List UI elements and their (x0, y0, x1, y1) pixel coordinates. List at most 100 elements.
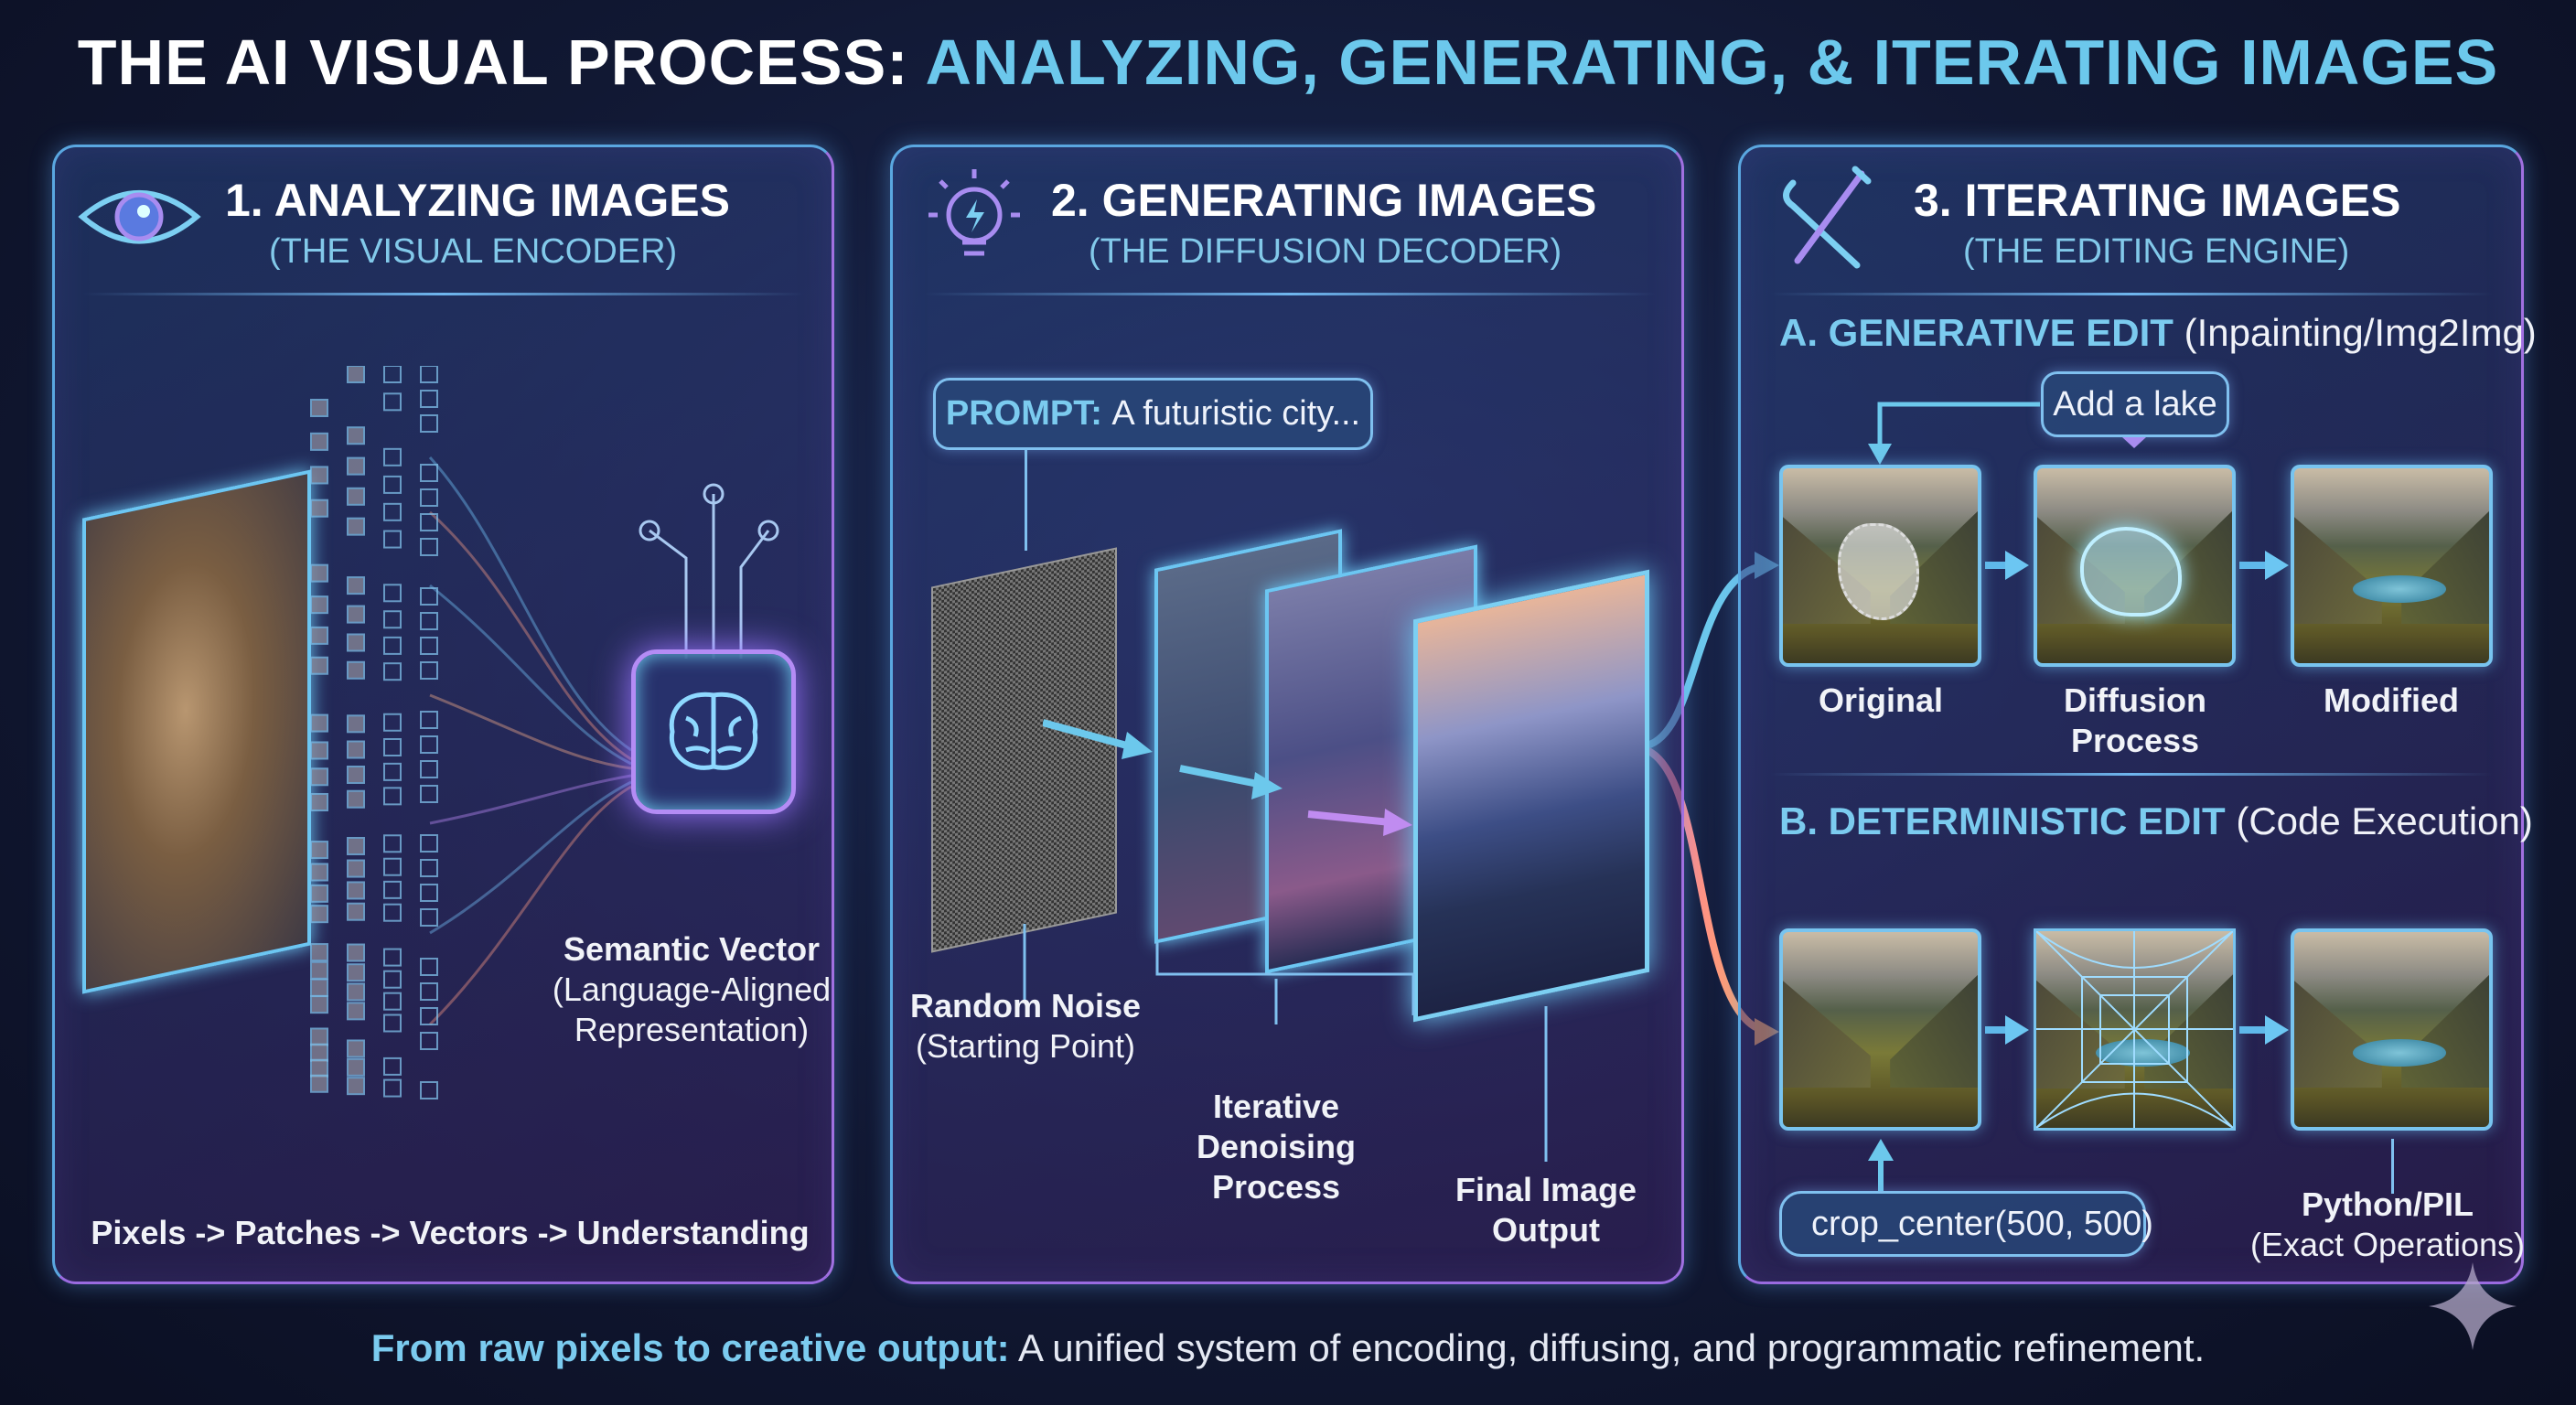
panel-subtitle: (THE DIFFUSION DECODER) (1089, 232, 1562, 271)
image-patch (310, 1074, 328, 1093)
image-patch (310, 863, 328, 882)
image-patch (420, 785, 438, 803)
panel-title: 3. ITERATING IMAGES (1914, 175, 2401, 226)
image-patch (347, 576, 365, 595)
image-patch (420, 488, 438, 507)
image-patch (420, 1007, 438, 1025)
image-patch (383, 834, 402, 853)
image-patch (347, 836, 365, 855)
python-pil-label: Python/PIL(Exact Operations) (2249, 1185, 2526, 1263)
divider (924, 293, 1656, 295)
pipeline-caption: Pixels -> Patches -> Vectors -> Understa… (91, 1214, 810, 1251)
image-patch (383, 857, 402, 876)
image-patch (310, 905, 328, 924)
image-patch (383, 584, 402, 603)
image-patch (420, 1032, 438, 1050)
image-patch (310, 792, 328, 811)
image-patch (310, 741, 328, 760)
image-patch (310, 626, 328, 645)
image-patch (383, 610, 402, 629)
brain-icon (669, 692, 758, 770)
image-patch (383, 713, 402, 732)
code-snippet: crop_center(500, 500) (1779, 1191, 2153, 1257)
neural-circuit-lines (639, 483, 779, 659)
image-patch (420, 834, 438, 853)
image-patch (383, 1014, 402, 1033)
source-image (1779, 928, 1981, 1131)
modified-image (2291, 465, 2493, 667)
cat-image (82, 469, 311, 994)
denoise-arrows (1043, 719, 1412, 836)
image-patch (420, 982, 438, 1001)
image-patch (310, 884, 328, 903)
image-patch (383, 366, 402, 383)
image-patch (420, 958, 438, 976)
image-patch (383, 762, 402, 781)
image-patch (310, 943, 328, 962)
step-label-modified: Modified (2324, 681, 2459, 719)
image-patch (347, 366, 365, 383)
footer-caption: From raw pixels to creative output: A un… (370, 1326, 2206, 1369)
image-patch (420, 637, 438, 655)
instruction-bubble: Add a lake (2041, 371, 2229, 437)
random-noise-label: Random Noise(Starting Point) (909, 987, 1142, 1065)
image-patch (347, 943, 365, 962)
arrow-right-icon (2265, 1015, 2289, 1045)
label-connectors (1023, 924, 1548, 1162)
image-patch (310, 713, 328, 733)
image-patch (310, 995, 328, 1014)
image-patch (310, 767, 328, 787)
sparkle-icon (2429, 1262, 2517, 1350)
generative-edit-heading: A. GENERATIVE EDIT (Inpainting/Img2Img) (1779, 311, 2537, 354)
image-patch (310, 1058, 328, 1078)
divider (1770, 293, 2493, 295)
image-patch (347, 902, 365, 921)
divider (1770, 773, 2493, 776)
image-patch (347, 426, 365, 445)
image-patches (310, 366, 438, 1099)
image-patch (347, 456, 365, 476)
image-patch (310, 1027, 328, 1046)
image-patch (420, 859, 438, 877)
crop-grid-image (2034, 928, 2236, 1131)
image-patch (420, 612, 438, 630)
image-patch (347, 765, 365, 784)
image-patch (383, 636, 402, 655)
image-patch (310, 841, 328, 860)
image-patch (347, 1002, 365, 1021)
image-patch (347, 487, 365, 506)
image-patch (347, 881, 365, 900)
image-patch (347, 982, 365, 1002)
image-patch (347, 789, 365, 809)
image-patch (383, 502, 402, 521)
lightbulb-icon (928, 169, 1020, 256)
image-patch (383, 447, 402, 467)
arrow (1985, 562, 2005, 569)
image-patch (420, 661, 438, 680)
image-patch (347, 714, 365, 734)
image-patch (420, 414, 438, 433)
image-patch (347, 605, 365, 624)
image-patch (383, 662, 402, 681)
instruction-connector (1868, 402, 2146, 465)
image-patch (310, 656, 328, 675)
image-patch (310, 466, 328, 485)
image-patch (347, 1039, 365, 1058)
image-patch (347, 633, 365, 652)
prompt-box: PROMPT: A futuristic city... (933, 378, 1373, 450)
arrow-right-icon (2005, 1015, 2029, 1045)
image-patch (383, 903, 402, 922)
image-patch (347, 1077, 365, 1096)
deterministic-edit-heading: B. DETERMINISTIC EDIT (Code Execution) (1779, 799, 2533, 842)
panel-subtitle: (THE VISUAL ENCODER) (269, 232, 678, 271)
image-patch (420, 366, 438, 383)
image-patch (420, 390, 438, 408)
image-patch (383, 880, 402, 899)
image-patch (383, 1056, 402, 1076)
image-patch (420, 587, 438, 606)
image-patch (347, 517, 365, 536)
image-patch (347, 660, 365, 680)
image-patch (310, 499, 328, 518)
